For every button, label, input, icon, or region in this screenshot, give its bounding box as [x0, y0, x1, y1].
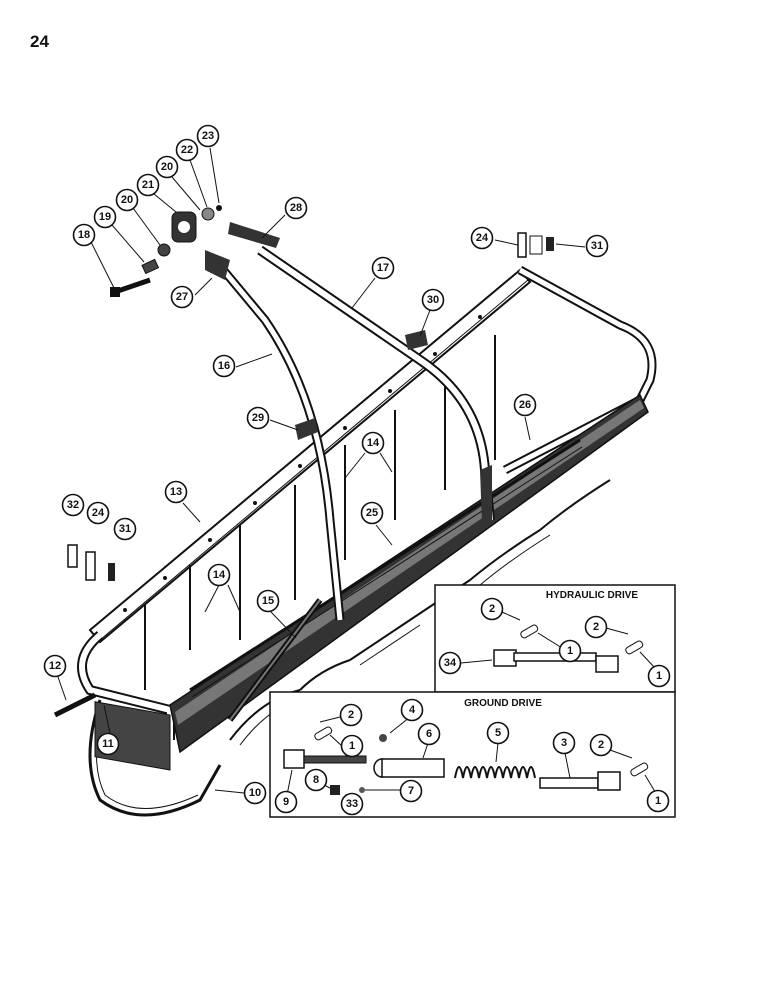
ground-drive-title: GROUND DRIVE — [464, 698, 542, 709]
top-hardware — [110, 205, 222, 297]
svg-text:20: 20 — [121, 194, 133, 206]
callout-28: 28 — [284, 196, 308, 220]
hydraulic-drive-inset: HYDRAULIC DRIVE — [434, 584, 676, 693]
svg-text:15: 15 — [262, 595, 274, 607]
callout-21: 21 — [136, 173, 160, 197]
svg-text:3: 3 — [561, 737, 567, 749]
callout-ground-8: 8 — [304, 768, 328, 792]
support-arms — [205, 222, 495, 722]
callout-ground-9: 9 — [274, 790, 298, 814]
svg-text:19: 19 — [99, 211, 111, 223]
callout-14-upper: 14 — [361, 431, 385, 455]
svg-text:1: 1 — [349, 740, 355, 752]
svg-text:18: 18 — [78, 229, 90, 241]
callout-ground-6: 6 — [417, 722, 441, 746]
callout-32: 32 — [61, 493, 85, 517]
svg-text:17: 17 — [377, 262, 389, 274]
callout-24-left: 24 — [86, 501, 110, 525]
svg-text:34: 34 — [444, 657, 457, 669]
callout-31-left: 31 — [113, 517, 137, 541]
callout-ground-33: 33 — [340, 792, 364, 816]
svg-text:24: 24 — [476, 232, 489, 244]
callout-26: 26 — [513, 393, 537, 417]
hydraulic-drive-title: HYDRAULIC DRIVE — [546, 590, 639, 601]
callout-25: 25 — [360, 501, 384, 525]
callout-ground-5: 5 — [486, 721, 510, 745]
callout-hydraulic-1-left: 1 — [558, 639, 582, 663]
callout-24-top: 24 — [470, 226, 494, 250]
svg-text:11: 11 — [102, 738, 114, 750]
svg-text:31: 31 — [591, 240, 603, 252]
svg-text:23: 23 — [202, 130, 214, 142]
svg-text:24: 24 — [92, 507, 105, 519]
callout-14-lower: 14 — [207, 563, 231, 587]
callout-15: 15 — [256, 589, 280, 613]
svg-text:4: 4 — [409, 704, 416, 716]
svg-text:1: 1 — [656, 670, 662, 682]
callout-20-lower: 20 — [115, 188, 139, 212]
svg-text:30: 30 — [427, 294, 439, 306]
svg-text:32: 32 — [67, 499, 79, 511]
callout-10: 10 — [243, 781, 267, 805]
page-number: 24 — [30, 32, 49, 51]
svg-text:1: 1 — [655, 795, 661, 807]
svg-text:1: 1 — [567, 645, 573, 657]
svg-text:2: 2 — [593, 621, 599, 633]
callout-31-top: 31 — [585, 234, 609, 258]
svg-text:7: 7 — [408, 785, 414, 797]
svg-text:5: 5 — [495, 727, 501, 739]
svg-text:31: 31 — [119, 523, 131, 535]
callout-ground-1-right: 1 — [646, 789, 670, 813]
svg-text:20: 20 — [161, 161, 173, 173]
callout-29: 29 — [246, 406, 270, 430]
svg-text:10: 10 — [249, 787, 261, 799]
clip-hardware-left — [67, 544, 115, 581]
callout-16: 16 — [212, 354, 236, 378]
svg-text:8: 8 — [313, 774, 319, 786]
callout-ground-4: 4 — [400, 698, 424, 722]
callout-18: 18 — [72, 223, 96, 247]
callout-13: 13 — [164, 480, 188, 504]
svg-text:6: 6 — [426, 728, 432, 740]
callout-23: 23 — [196, 124, 220, 148]
svg-text:2: 2 — [598, 739, 604, 751]
svg-text:14: 14 — [367, 437, 380, 449]
svg-text:2: 2 — [489, 603, 495, 615]
svg-text:13: 13 — [170, 486, 182, 498]
svg-text:25: 25 — [366, 507, 378, 519]
callout-ground-1-left: 1 — [340, 734, 364, 758]
svg-text:16: 16 — [218, 360, 230, 372]
svg-text:27: 27 — [176, 291, 188, 303]
svg-text:12: 12 — [49, 660, 61, 672]
svg-text:28: 28 — [290, 202, 302, 214]
svg-text:33: 33 — [346, 798, 358, 810]
callout-20-upper: 20 — [155, 155, 179, 179]
svg-text:2: 2 — [348, 709, 354, 721]
callout-12: 12 — [43, 654, 67, 678]
leader-lines — [57, 147, 586, 794]
callout-17: 17 — [371, 256, 395, 280]
svg-text:9: 9 — [283, 796, 289, 808]
svg-text:14: 14 — [213, 569, 226, 581]
callout-hydraulic-1-right: 1 — [647, 664, 671, 688]
callout-ground-3: 3 — [552, 731, 576, 755]
callout-ground-7: 7 — [399, 779, 423, 803]
clip-hardware-top — [517, 232, 554, 258]
callout-ground-2-right: 2 — [589, 733, 613, 757]
svg-text:26: 26 — [519, 399, 531, 411]
callout-30: 30 — [421, 288, 445, 312]
svg-text:22: 22 — [181, 144, 193, 156]
svg-text:21: 21 — [142, 179, 154, 191]
callout-27: 27 — [170, 285, 194, 309]
ground-drive-inset: GROUND DRIVE — [269, 691, 676, 818]
callout-22: 22 — [175, 138, 199, 162]
callout-11: 11 — [96, 732, 120, 756]
callout-19: 19 — [93, 205, 117, 229]
callout-hydraulic-2-right: 2 — [584, 615, 608, 639]
callout-hydraulic-2-left: 2 — [480, 597, 504, 621]
callout-ground-2-left: 2 — [339, 703, 363, 727]
callout-hydraulic-34: 34 — [438, 651, 462, 675]
svg-text:29: 29 — [252, 412, 264, 424]
